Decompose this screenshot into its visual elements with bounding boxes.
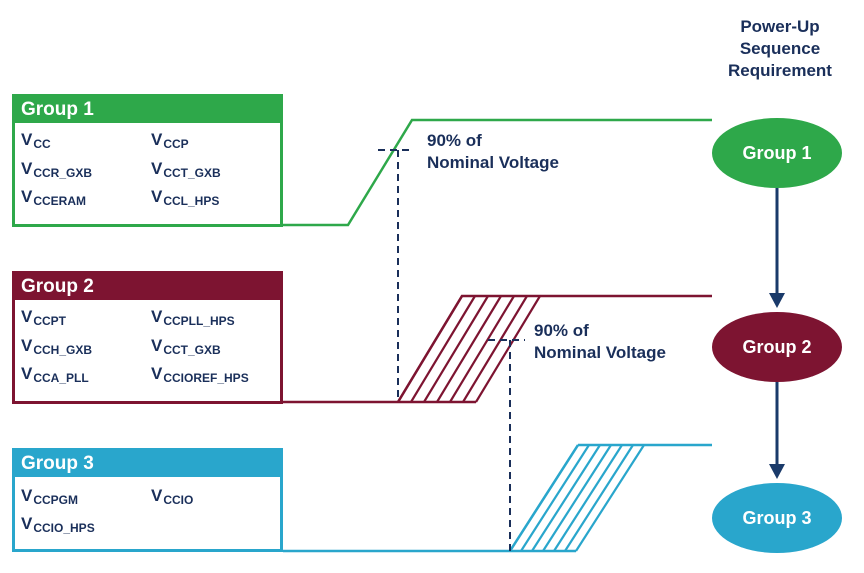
annotation-line: Nominal Voltage	[427, 153, 559, 172]
sequence-title: Power-Up Sequence Requirement	[705, 16, 855, 82]
arrowhead-1-2	[769, 293, 785, 308]
rail-label: VCCIO	[151, 486, 194, 507]
group3-ramp-hatch	[509, 444, 645, 553]
sequence-node-group3: Group 3	[712, 483, 842, 553]
group1-box: Group 1 VCC VCCP VCCR_GXB VCCT_GXB VCCER…	[12, 94, 283, 227]
rail-label: VCCPGM	[21, 486, 79, 507]
hatch-line	[423, 295, 489, 403]
annotation-line: 90% of	[534, 321, 589, 340]
rail-label: VCCPT	[21, 307, 67, 328]
rail-label: VCCT_GXB	[151, 336, 221, 357]
hatch-line	[475, 295, 541, 403]
rail-label: VCCP	[151, 130, 189, 151]
hatch-line	[436, 295, 502, 403]
threshold-annotation-1: 90% of Nominal Voltage	[427, 130, 559, 174]
group2-ramp-hatch	[397, 295, 541, 404]
group2-box: Group 2 VCCPT VCCPLL_HPS VCCH_GXB VCCT_G…	[12, 271, 283, 404]
threshold-annotation-2: 90% of Nominal Voltage	[534, 320, 666, 364]
hatch-line	[553, 444, 623, 552]
rail-label: VCCERAM	[21, 187, 87, 208]
hatch-line	[449, 295, 515, 403]
rail-label: VCCIOREF_HPS	[151, 364, 249, 385]
rail-label: VCCR_GXB	[21, 159, 93, 180]
hatch-line	[542, 444, 612, 552]
annotation-line: Nominal Voltage	[534, 343, 666, 362]
rail-label: VCCT_GXB	[151, 159, 221, 180]
group3-header: Group 3	[15, 451, 280, 477]
title-line: Sequence	[739, 39, 821, 58]
rail-label: VCCH_GXB	[21, 336, 93, 357]
hatch-line	[575, 444, 645, 552]
rail-label: VCCL_HPS	[151, 187, 220, 208]
sequence-node-group2: Group 2	[712, 312, 842, 382]
group3-box: Group 3 VCCPGM VCCIO VCCIO_HPS	[12, 448, 283, 552]
hatch-line	[564, 444, 634, 552]
group2-header: Group 2	[15, 274, 280, 300]
title-line: Power-Up	[740, 17, 820, 36]
arrowhead-2-3	[769, 464, 785, 479]
hatch-line	[531, 444, 601, 552]
annotation-line: 90% of	[427, 131, 482, 150]
sequence-node-group1: Group 1	[712, 118, 842, 188]
hatch-line	[397, 295, 463, 403]
hatch-line	[410, 295, 476, 403]
rail-label: VCC	[21, 130, 51, 151]
group1-header: Group 1	[15, 97, 280, 123]
hatch-line	[509, 444, 579, 552]
rail-label: VCCPLL_HPS	[151, 307, 235, 328]
hatch-line	[462, 295, 528, 403]
title-line: Requirement	[728, 61, 832, 80]
group1-waveform	[283, 118, 712, 227]
rail-label: VCCIO_HPS	[21, 514, 95, 535]
rail-label: VCCA_PLL	[21, 364, 89, 385]
hatch-line	[520, 444, 590, 552]
